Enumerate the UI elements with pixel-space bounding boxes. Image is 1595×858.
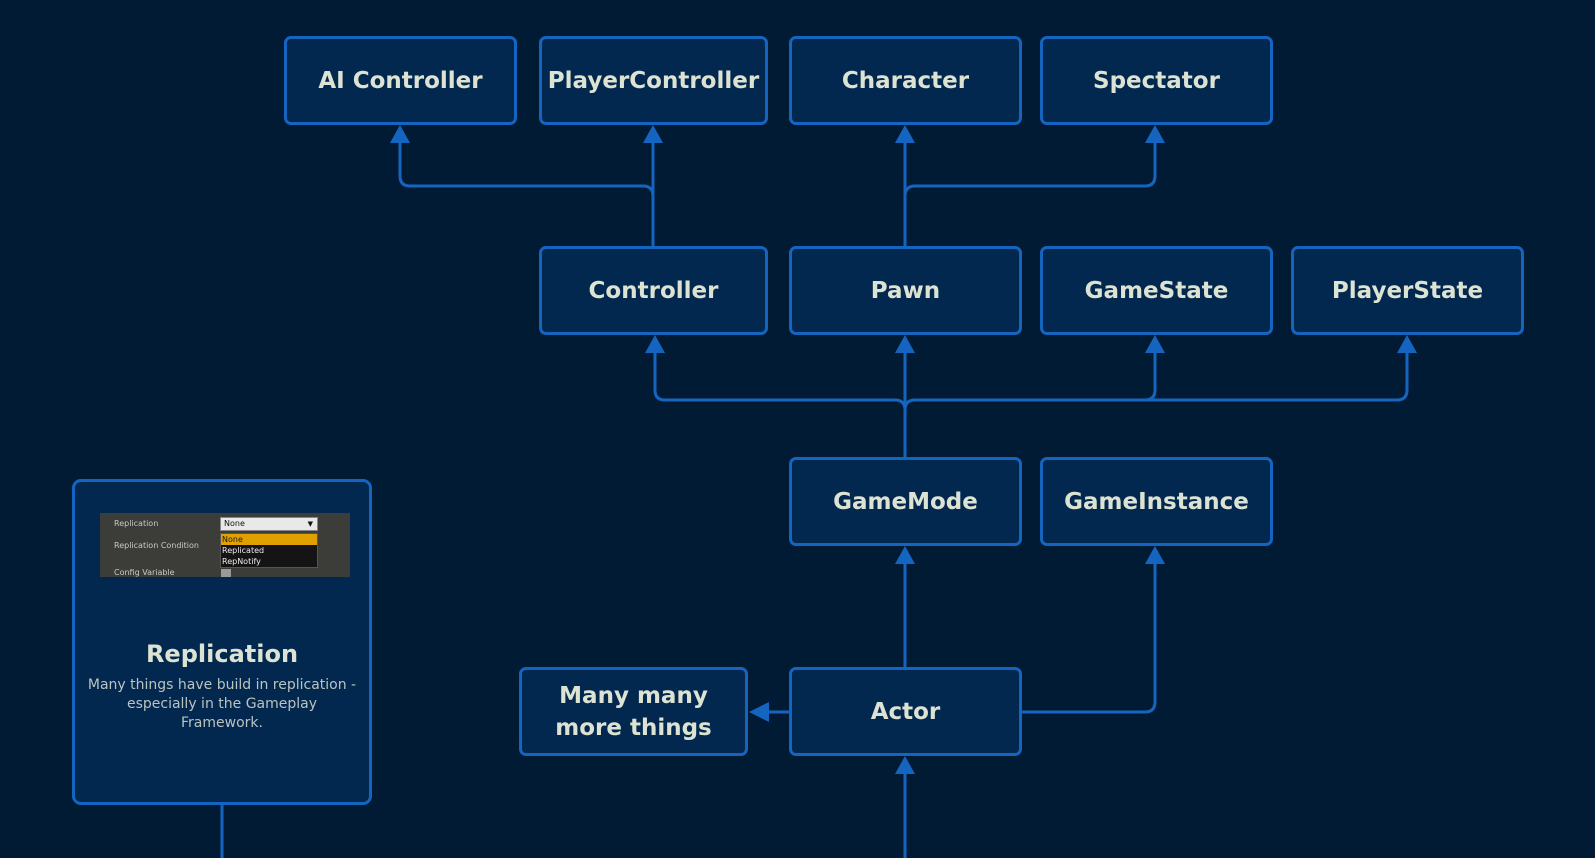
connector-controller-ai-controller: [398, 140, 655, 246]
arrowhead-player-controller: [643, 125, 663, 143]
arrowhead-actor: [895, 756, 915, 774]
node-ai-controller: AI Controller: [284, 36, 517, 125]
node-label: GameInstance: [1064, 488, 1249, 515]
dropdown-option[interactable]: None: [221, 534, 317, 545]
chevron-down-icon: ▼: [307, 520, 313, 528]
replication-dropdown[interactable]: None ▼: [220, 517, 318, 531]
row-label-replication: Replication: [114, 519, 159, 528]
arrowhead-controller: [645, 335, 665, 353]
connector-actor-gameinstance: [1021, 561, 1157, 714]
node-actor: Actor: [789, 667, 1022, 756]
node-many-more-things: Many many more things: [519, 667, 748, 756]
node-label-line2: more things: [555, 714, 712, 741]
node-label: GameState: [1084, 277, 1229, 304]
node-label: PlayerController: [547, 67, 760, 94]
node-gameinstance: GameInstance: [1040, 457, 1273, 546]
node-playerstate: PlayerState: [1291, 246, 1524, 335]
node-label: AI Controller: [318, 67, 483, 94]
node-label: Actor: [870, 698, 941, 725]
node-label: Spectator: [1093, 67, 1220, 94]
connector-gamemode-gamestate: [903, 350, 1157, 411]
dropdown-value: None: [224, 519, 245, 528]
node-pawn: Pawn: [789, 246, 1022, 335]
node-spectator: Spectator: [1040, 36, 1273, 125]
node-player-controller: PlayerController: [539, 36, 768, 125]
card-description-line2: especially in the Gameplay Framework.: [126, 696, 318, 731]
config-variable-checkbox[interactable]: [221, 569, 231, 577]
arrowhead-pawn: [895, 335, 915, 353]
connector-gamemode-controller: [653, 350, 907, 457]
node-label: Pawn: [870, 277, 941, 304]
node-label: PlayerState: [1331, 277, 1484, 304]
arrowhead-many-things: [749, 702, 769, 722]
node-label: Controller: [588, 277, 719, 304]
replication-card: Replication Replication Condition Config…: [72, 479, 372, 805]
row-label-config-variable: Config Variable: [114, 568, 175, 577]
card-description-line1: Many things have build in replication -: [87, 677, 357, 693]
replication-dropdown-options: None Replicated RepNotify: [220, 533, 318, 568]
node-controller: Controller: [539, 246, 768, 335]
node-character: Character: [789, 36, 1022, 125]
arrowhead-ai-controller: [390, 125, 410, 143]
row-label-replication-condition: Replication Condition: [114, 541, 199, 550]
node-gamemode: GameMode: [789, 457, 1022, 546]
node-gamestate: GameState: [1040, 246, 1273, 335]
card-description: Many things have build in replication - …: [85, 676, 359, 733]
arrowhead-spectator: [1145, 125, 1165, 143]
node-label: Character: [841, 67, 970, 94]
arrowhead-playerstate: [1397, 335, 1417, 353]
arrowhead-character: [895, 125, 915, 143]
connector-pawn-spectator: [903, 140, 1157, 246]
node-label: GameMode: [833, 488, 978, 515]
card-title: Replication: [145, 640, 299, 668]
arrowhead-gamemode: [895, 546, 915, 564]
arrowhead-gamestate: [1145, 335, 1165, 353]
dropdown-option[interactable]: Replicated: [222, 546, 265, 555]
connector-gamemode-playerstate: [1145, 350, 1409, 402]
dropdown-option[interactable]: RepNotify: [222, 557, 261, 566]
arrowhead-gameinstance: [1145, 546, 1165, 564]
node-label-line1: Many many: [559, 682, 708, 709]
replication-settings-screenshot: Replication Replication Condition Config…: [100, 513, 350, 577]
